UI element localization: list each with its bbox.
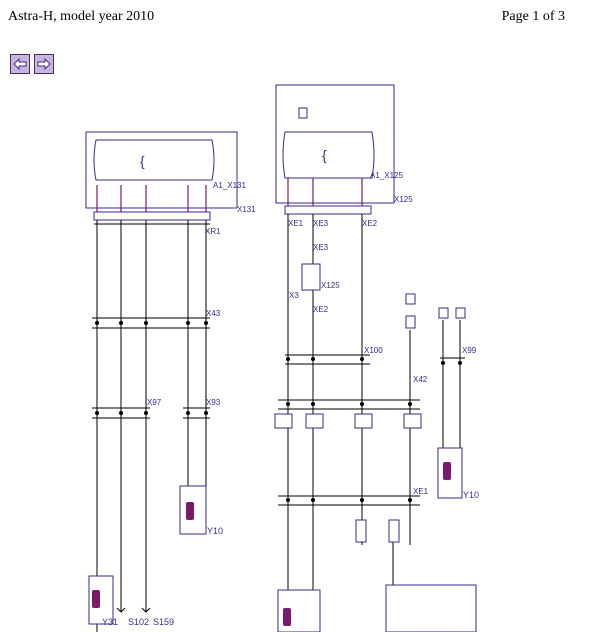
- label-x125: X125: [394, 195, 413, 204]
- relay-2: [305, 413, 324, 429]
- right-fuse-box: [298, 107, 308, 119]
- label-x42: X42: [413, 375, 428, 384]
- left-module-brace: {: [140, 153, 145, 169]
- fuse-box-4: [455, 307, 466, 319]
- arrow-left-icon: [13, 57, 27, 71]
- label-x99: X99: [462, 346, 477, 355]
- relay-3: [354, 413, 373, 429]
- right-connector-strip: [284, 205, 372, 215]
- label-s102: S102: [128, 617, 149, 627]
- page-counter: Page 1 of 3: [501, 9, 565, 24]
- label-xe3-mid: XE3: [313, 243, 329, 252]
- label-a1-x131: A1_X131: [213, 181, 246, 190]
- page-header-title: Astra-H, model year 2010: [8, 9, 155, 24]
- fuse-box-3: [438, 307, 449, 319]
- label-x100: X100: [364, 346, 383, 355]
- fuse-box-1: [405, 293, 416, 305]
- label-y10-left: Y10: [207, 526, 223, 536]
- right-module-inner: [282, 131, 375, 179]
- label-xe1-low: XE1: [413, 487, 429, 496]
- diode-box: [355, 519, 367, 543]
- relay-1: [274, 413, 293, 429]
- arrow-right-icon: [37, 57, 51, 71]
- label-x93: X93: [206, 398, 221, 407]
- label-xe3-top: XE3: [313, 219, 329, 228]
- label-xe1: XE1: [288, 219, 304, 228]
- label-y31: Y31: [102, 617, 118, 627]
- back-button[interactable]: [10, 54, 30, 74]
- label-x131: X131: [237, 205, 256, 214]
- right-module-frame: [275, 84, 395, 204]
- label-a1-x125: A1_X125: [370, 171, 403, 180]
- label-s159: S159: [153, 617, 174, 627]
- switch-box: [388, 519, 400, 543]
- left-module-inner: [93, 139, 215, 181]
- x125-component-box: [301, 263, 321, 291]
- label-y10-right: Y10: [463, 490, 479, 500]
- right-module-brace: {: [322, 147, 327, 163]
- label-xr1: XR1: [205, 227, 221, 236]
- left-module-frame: [85, 131, 238, 209]
- label-x3: X3: [289, 291, 299, 300]
- fuse-box-2: [405, 315, 416, 329]
- bottom-right-box: [385, 584, 477, 632]
- relay-4: [403, 413, 422, 429]
- forward-button[interactable]: [34, 54, 54, 74]
- label-x97: X97: [147, 398, 162, 407]
- label-x43: X43: [206, 309, 221, 318]
- label-xe2: XE2: [362, 219, 378, 228]
- label-x125-mid: X125: [321, 281, 340, 290]
- left-connector-strip: [93, 211, 211, 221]
- label-xe2-mid: XE2: [313, 305, 329, 314]
